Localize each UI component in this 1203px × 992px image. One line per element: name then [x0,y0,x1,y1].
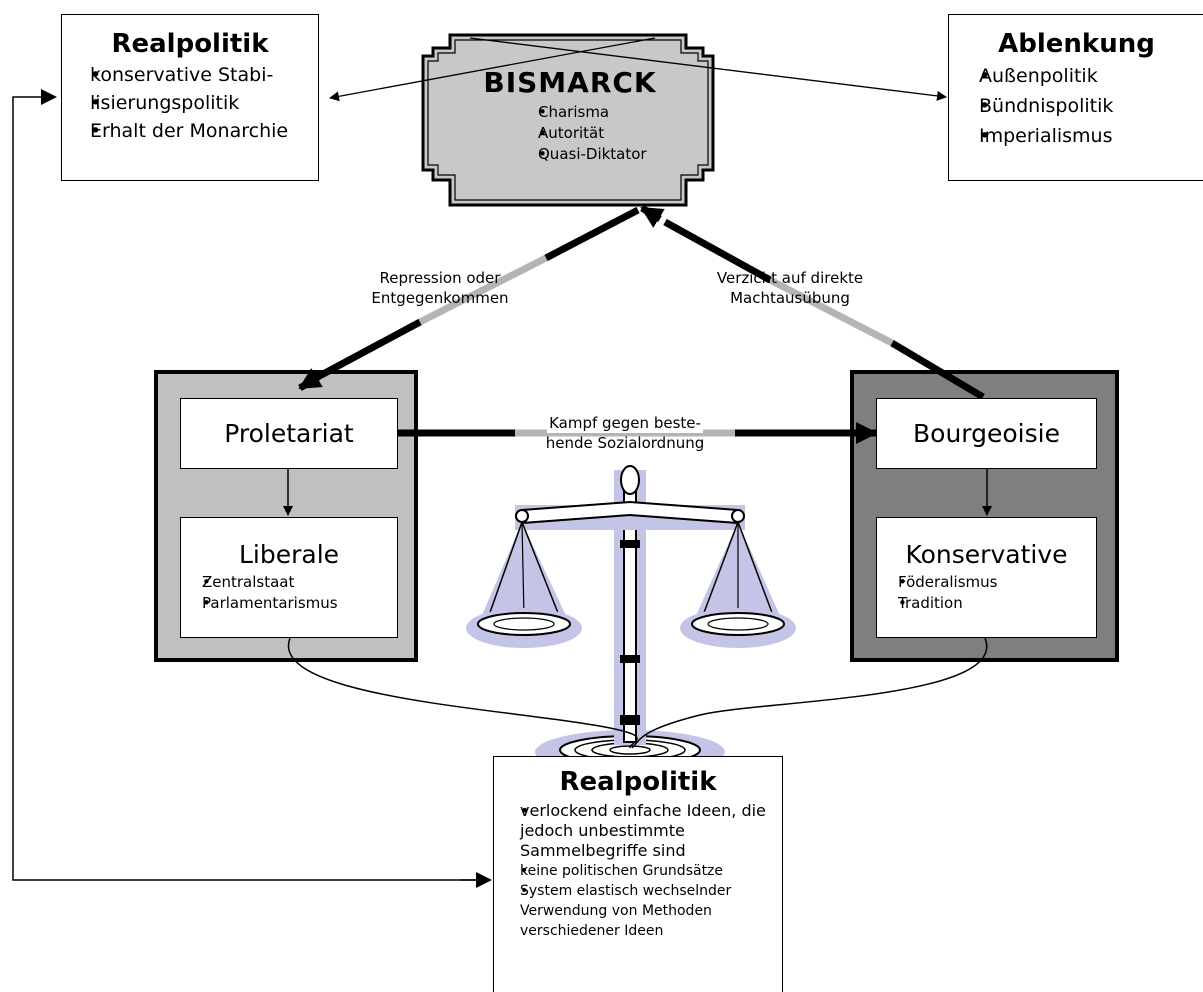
liberale-box: Liberale Zentralstaat Parlamentarismus [180,517,398,638]
bismarck-item: Charisma [492,102,700,123]
realpolitik-bottom-title: Realpolitik [559,767,717,797]
konservative-item: Föderalismus [882,572,1096,593]
realpolitik-bottom-item: keine politischen Grundsätze [500,861,776,881]
label-repression: Repression oder Entgegenkommen [371,269,509,307]
realpolitik-top-item: Erhalt der Monarchie [70,117,318,145]
liberale-item: Zentralstaat [186,572,397,593]
ablenkung-item: Außenpolitik [957,61,1203,91]
realpolitik-bottom-item: verlockend einfache Ideen, die jedoch un… [500,801,776,861]
loop-left-realpolitik [12,89,488,881]
konservative-item: Tradition [882,593,1096,614]
liberale-title: Liberale [238,540,340,569]
realpolitik-bottom-item: System elastisch wechselnder Verwendung … [500,881,776,941]
bismarck-item: Quasi-Diktator [492,144,700,165]
scale-of-justice-icon [466,465,796,774]
ablenkung-item: Bündnispolitik [957,91,1203,121]
bismarck-item: Autorität [492,123,700,144]
proletariat-box: Proletariat [180,398,398,469]
liberale-item: Parlamentarismus [186,593,397,614]
ablenkung-box: Ablenkung Außenpolitik Bündnispolitik Im… [948,14,1203,181]
realpolitik-top-box: Realpolitik konservative Stabi- lisierun… [61,14,319,181]
ablenkung-title: Ablenkung [998,29,1155,59]
bismarck-content: BISMARCK Charisma Autorität Quasi-Diktat… [440,66,700,165]
arrow-bismarck-proletariat [298,368,323,391]
realpolitik-top-title: Realpolitik [111,29,269,59]
curve-liberale-scale [287,637,638,749]
konservative-box: Konservative Föderalismus Tradition [876,517,1097,638]
bismarck-plaque-inner [427,39,709,201]
curve-konservative-scale [631,637,988,749]
bourgeoisie-title: Bourgeoisie [913,419,1060,448]
realpolitik-top-item-cont: lisierungspolitik [70,89,318,117]
bourgeoisie-box: Bourgeoisie [876,398,1097,469]
realpolitik-bottom-box: Realpolitik verlockend einfache Ideen, d… [493,756,783,992]
realpolitik-top-item: konservative Stabi- [70,61,318,89]
bismarck-title: BISMARCK [483,66,657,99]
arrow-bourgeoisie-bismarck [640,205,665,228]
arrow-bismarck-realpolitik [329,37,656,102]
arrow-bismarck-ablenkung [469,37,947,101]
proletariat-title: Proletariat [224,419,354,448]
konservative-title: Konservative [905,540,1068,569]
ablenkung-item: Imperialismus [957,121,1203,151]
label-kampf: Kampf gegen beste- hende Sozialordnung [545,413,705,452]
label-verzicht: Verzicht auf direkte Machtausübung [716,269,864,307]
